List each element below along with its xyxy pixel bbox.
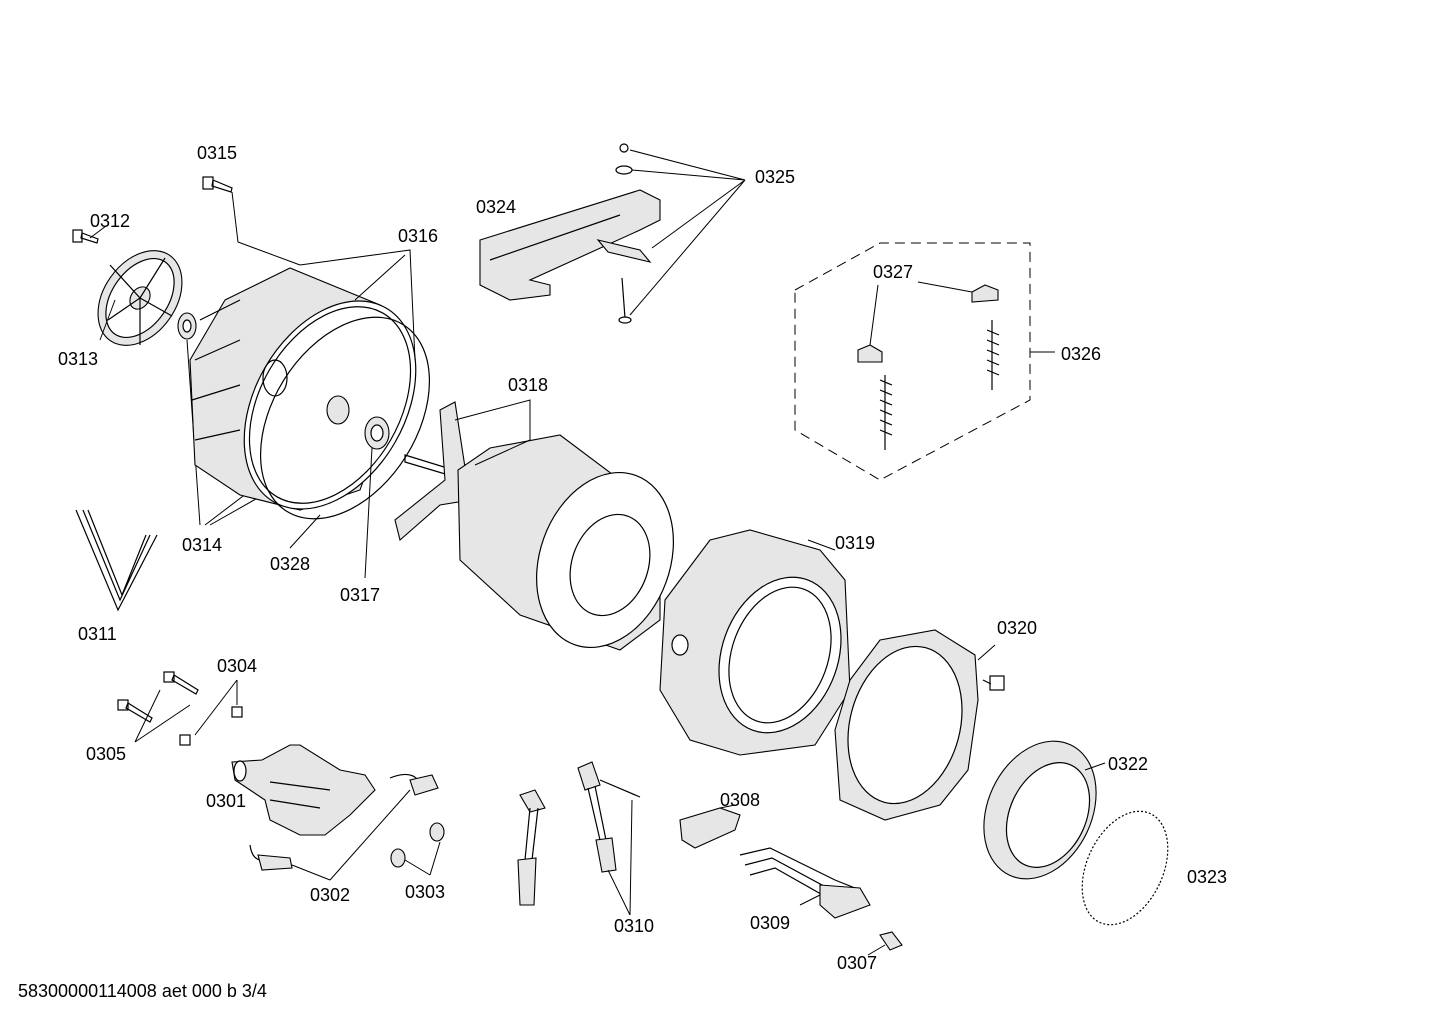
part-label-0326: 0326: [1061, 344, 1102, 364]
part-label-0305: 0305: [86, 744, 127, 764]
screw-0312-drawing: [72, 225, 107, 244]
screws-0304-0305-drawing: [117, 671, 243, 746]
rear-tub-0316-drawing: [189, 249, 417, 511]
part-label-0312: 0312: [90, 211, 131, 231]
part-label-0322: 0322: [1108, 754, 1149, 774]
gasket-0320-drawing: [834, 629, 996, 821]
sensor-0307-drawing: [867, 931, 903, 956]
part-label-0323: 0323: [1187, 867, 1228, 887]
part-label-0317: 0317: [340, 585, 381, 605]
part-label-0314: 0314: [182, 535, 223, 555]
part-label-0315: 0315: [197, 143, 238, 163]
part-label-0313: 0313: [58, 349, 99, 369]
clamp-0323-drawing: [1081, 810, 1169, 926]
part-label-0327: 0327: [873, 262, 914, 282]
screw-0315-drawing: [202, 176, 301, 266]
screw-0320-drawing: [982, 675, 1005, 691]
part-label-0316: 0316: [398, 226, 439, 246]
motor-0301-drawing: [231, 744, 376, 836]
part-label-0302: 0302: [310, 885, 351, 905]
part-label-0303: 0303: [405, 882, 446, 902]
front-tub-0319-drawing: [659, 529, 851, 756]
part-label-0311: 0311: [78, 624, 117, 644]
part-label-0328: 0328: [270, 554, 311, 574]
pulley-0313-drawing: [97, 250, 183, 346]
part-label-0308: 0308: [720, 790, 761, 810]
part-label-0325: 0325: [755, 167, 796, 187]
drum-0318-drawing: [394, 399, 674, 651]
part-label-0320: 0320: [997, 618, 1038, 638]
bushings-0303-drawing: [390, 822, 445, 876]
part-label-0304: 0304: [217, 656, 258, 676]
door-ring-0322-drawing: [983, 740, 1106, 880]
cables-0302-drawing: [249, 773, 439, 881]
part-label-0307: 0307: [837, 953, 878, 973]
part-label-0309: 0309: [750, 913, 791, 933]
part-label-0324: 0324: [476, 197, 517, 217]
seal-0328-drawing: [259, 316, 431, 549]
part-label-0319: 0319: [835, 533, 876, 553]
dampers-0310-drawing: [517, 761, 641, 916]
part-label-0318: 0318: [508, 375, 549, 395]
footer-reference: 58300000114008 aet 000 b 3/4: [18, 981, 267, 1001]
part-0308-drawing: [679, 804, 741, 849]
bearing-0317-drawing: [364, 416, 390, 579]
fasteners-0325-drawing: [596, 143, 746, 324]
belt-0311-drawing: [75, 509, 158, 612]
heater-0309-drawing: [739, 847, 871, 919]
part-label-0310: 0310: [614, 916, 655, 936]
bracket-0324-drawing: [479, 189, 661, 301]
part-label-0301: 0301: [206, 791, 247, 811]
spring-kit-0326-drawing: [794, 242, 1055, 481]
